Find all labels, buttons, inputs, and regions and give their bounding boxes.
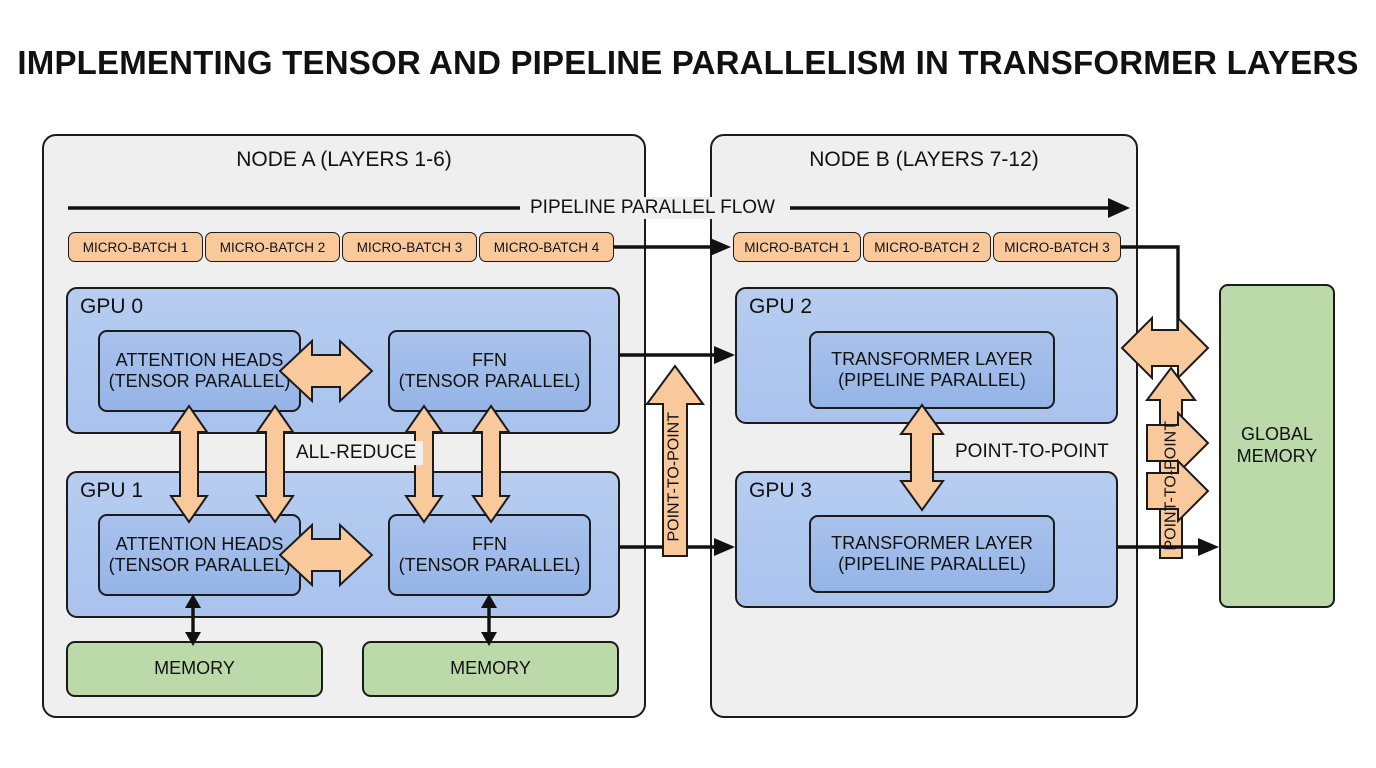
gpu-0-tensor-parallel-arrow bbox=[278, 338, 374, 404]
inter-node-point-to-point-label: POINT-TO-POINT bbox=[665, 412, 683, 542]
page-title: IMPLEMENTING TENSOR AND PIPELINE PARALLE… bbox=[17, 44, 1359, 81]
all-reduce-arrow bbox=[471, 404, 511, 524]
unit-line-1: TRANSFORMER LAYER bbox=[831, 532, 1033, 553]
microbatch-chip[interactable]: MICRO-BATCH 3 bbox=[993, 232, 1121, 262]
gpu-1-attention-heads[interactable]: ATTENTION HEADS (TENSOR PARALLEL) bbox=[98, 514, 301, 596]
node-b-title: NODE B (LAYERS 7-12) bbox=[809, 148, 1039, 171]
unit-line-2: (TENSOR PARALLEL) bbox=[108, 371, 291, 391]
inter-node-point-to-point-arrow bbox=[645, 364, 705, 557]
gpu2-gpu3-point-to-point-arrow bbox=[899, 403, 945, 512]
gpu-0-ffn[interactable]: FFN (TENSOR PARALLEL) bbox=[388, 330, 591, 412]
global-memory-write-arrow bbox=[1146, 458, 1210, 524]
gpu2-gpu3-point-to-point-label: POINT-TO-POINT bbox=[950, 441, 1114, 463]
node-b-container bbox=[710, 134, 1138, 718]
gpu-1-tensor-parallel-arrow bbox=[278, 522, 374, 588]
all-reduce-label: ALL-REDUCE bbox=[289, 441, 424, 465]
microbatch-chip[interactable]: MICRO-BATCH 1 bbox=[733, 232, 861, 262]
unit-line-1: FFN bbox=[472, 349, 507, 370]
gpu3-to-global-memory-line bbox=[1118, 538, 1219, 556]
unit-line-1: ATTENTION HEADS bbox=[115, 349, 284, 370]
all-reduce-arrow bbox=[169, 404, 209, 524]
microbatch-chip[interactable]: MICRO-BATCH 4 bbox=[479, 232, 614, 262]
unit-line-2: (TENSOR PARALLEL) bbox=[108, 555, 291, 575]
microbatch-chip[interactable]: MICRO-BATCH 2 bbox=[863, 232, 991, 262]
right-point-to-point-arrow bbox=[1145, 366, 1197, 559]
gpu-1-attention-memory-arrow bbox=[185, 594, 201, 646]
pipeline-flow-label: PIPELINE PARALLEL FLOW bbox=[524, 197, 781, 219]
gpu-0-label: GPU 0 bbox=[80, 295, 144, 318]
microbatch-chip[interactable]: MICRO-BATCH 3 bbox=[342, 232, 477, 262]
microbatch-chip[interactable]: MICRO-BATCH 2 bbox=[205, 232, 340, 262]
gpu-2-transformer-layer[interactable]: TRANSFORMER LAYER (PIPELINE PARALLEL) bbox=[809, 331, 1055, 409]
gpu-1-ffn[interactable]: FFN (TENSOR PARALLEL) bbox=[388, 514, 591, 596]
global-memory-write-arrow bbox=[1146, 410, 1210, 476]
all-reduce-arrow bbox=[404, 404, 444, 524]
unit-line-2: (PIPELINE PARALLEL) bbox=[838, 554, 1026, 574]
all-reduce-arrow bbox=[255, 404, 295, 524]
gpu-2-label: GPU 2 bbox=[749, 295, 813, 318]
gpu2-global-memory-arrow bbox=[1120, 315, 1210, 381]
global-memory-line-1: GLOBAL bbox=[1240, 424, 1314, 445]
global-memory-block: GLOBAL MEMORY bbox=[1219, 284, 1335, 608]
unit-line-2: (TENSOR PARALLEL) bbox=[398, 555, 581, 575]
unit-line-1: TRANSFORMER LAYER bbox=[831, 348, 1033, 369]
unit-line-2: (PIPELINE PARALLEL) bbox=[838, 370, 1026, 390]
unit-line-1: ATTENTION HEADS bbox=[115, 533, 284, 554]
gpu-3-transformer-layer[interactable]: TRANSFORMER LAYER (PIPELINE PARALLEL) bbox=[809, 515, 1055, 593]
node-a-title: NODE A (LAYERS 1-6) bbox=[236, 148, 452, 171]
right-point-to-point-label: POINT-TO-POINT bbox=[1162, 421, 1180, 551]
gpu-1-memory-left: MEMORY bbox=[66, 641, 323, 697]
unit-line-2: (TENSOR PARALLEL) bbox=[398, 371, 581, 391]
gpu0-to-gpu2-line bbox=[620, 346, 735, 364]
gpu-1-label: GPU 1 bbox=[80, 479, 144, 502]
unit-line-1: FFN bbox=[472, 533, 507, 554]
gpu-1-ffn-memory-arrow bbox=[481, 594, 497, 646]
gpu-3-label: GPU 3 bbox=[749, 479, 813, 502]
global-memory-line-2: MEMORY bbox=[1236, 446, 1318, 466]
microbatch-chip[interactable]: MICRO-BATCH 1 bbox=[68, 232, 203, 262]
